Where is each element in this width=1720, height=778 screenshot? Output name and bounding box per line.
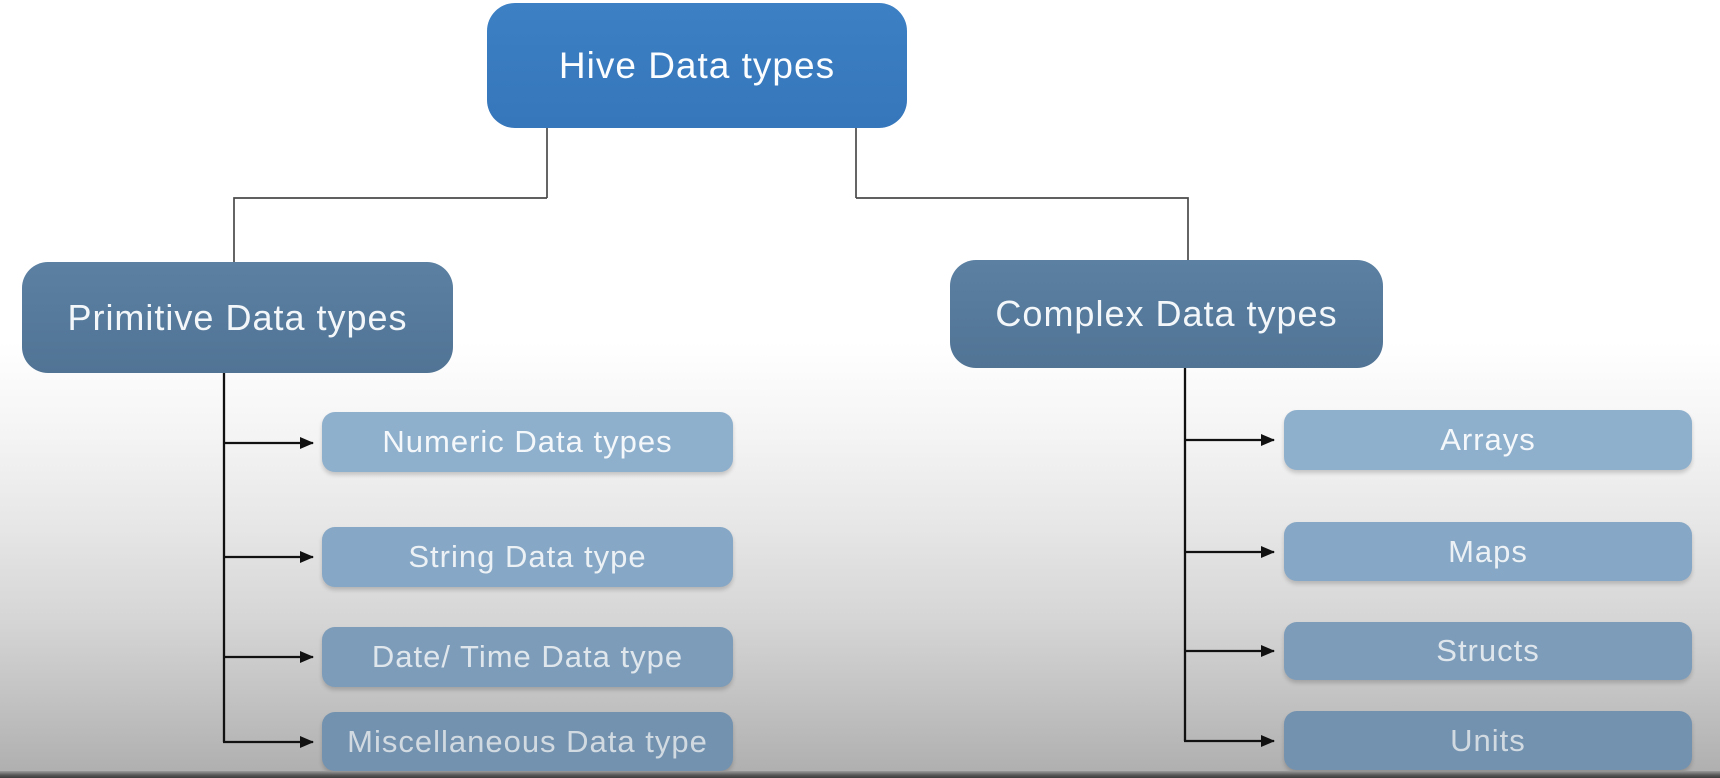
node-primitive-data-types: Primitive Data types: [22, 262, 453, 373]
node-miscellaneous-data-type: Miscellaneous Data type: [322, 712, 733, 771]
node-hive-data-types: Hive Data types: [487, 3, 907, 128]
node-numeric-data-types: Numeric Data types: [322, 412, 733, 472]
node-date-time-data-type: Date/ Time Data type: [322, 627, 733, 687]
node-complex-data-types: Complex Data types: [950, 260, 1383, 368]
node-arrays: Arrays: [1284, 410, 1692, 470]
node-maps: Maps: [1284, 522, 1692, 581]
bottom-edge-strip: [0, 771, 1720, 778]
root-branch-connectors: [233, 128, 1189, 262]
primitive-child-connectors: [222, 373, 314, 748]
node-units: Units: [1284, 711, 1692, 770]
complex-child-connectors: [1183, 368, 1275, 747]
node-structs: Structs: [1284, 622, 1692, 680]
node-string-data-type: String Data type: [322, 527, 733, 587]
